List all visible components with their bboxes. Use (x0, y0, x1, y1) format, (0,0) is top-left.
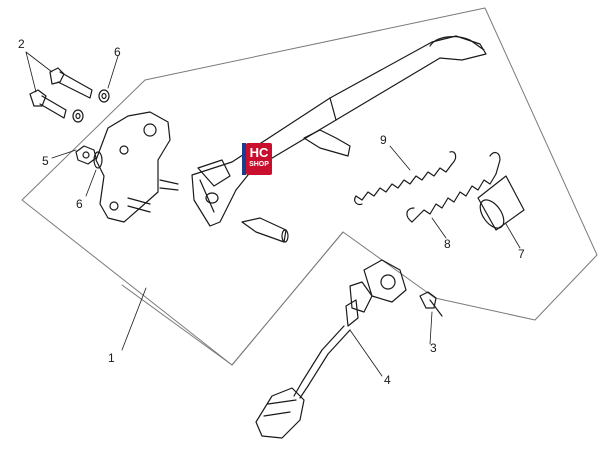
logo-text-shop: SHOP (249, 161, 269, 168)
assembly-frame (21, 7, 598, 366)
logo-text-hc: HC (249, 145, 269, 160)
callout-4: 4 (384, 373, 391, 387)
logo-stripe (242, 143, 246, 175)
spring-short (406, 151, 501, 223)
bolt-lower (29, 89, 67, 119)
screw (419, 291, 443, 317)
callout-7: 7 (518, 247, 525, 261)
connector (255, 387, 305, 439)
callout-6-lower: 6 (76, 197, 83, 211)
side-stand-switch (293, 259, 407, 399)
bracket-plate (95, 111, 179, 223)
callout-2: 2 (18, 37, 25, 51)
bushing (241, 217, 289, 243)
callout-8: 8 (444, 237, 451, 251)
callout-5: 5 (42, 154, 49, 168)
side-stand (191, 35, 487, 227)
sleeve (477, 175, 525, 231)
pivot-pin (303, 129, 351, 157)
nut (75, 145, 97, 165)
callout-1: 1 (108, 351, 115, 365)
washer-lower (72, 109, 84, 123)
bolt-upper (49, 67, 93, 99)
callout-3: 3 (430, 341, 437, 355)
leader-lines (25, 51, 521, 377)
callout-6-upper: 6 (114, 45, 121, 59)
washer-upper (98, 89, 110, 103)
callout-9: 9 (380, 133, 387, 147)
hc-shop-logo: HC SHOP (242, 143, 272, 175)
spring-long (354, 151, 457, 206)
